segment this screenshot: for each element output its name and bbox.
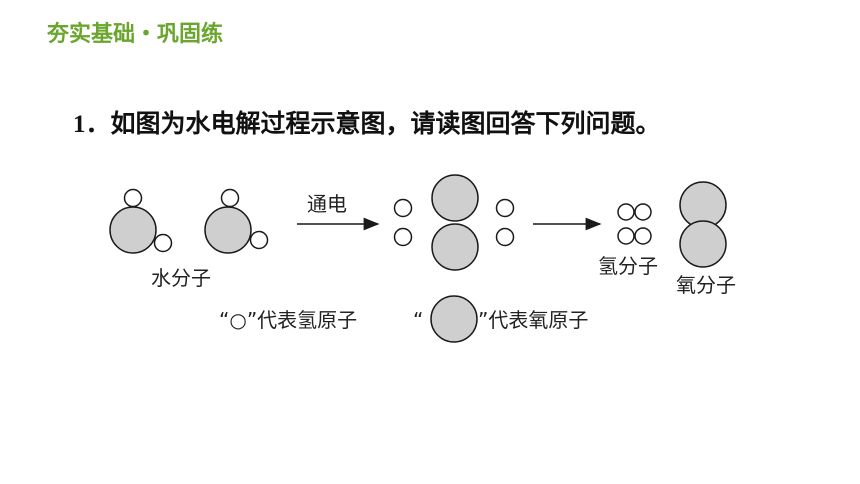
question-body: 如图为水电解过程示意图，请读图回答下列问题。	[110, 109, 661, 138]
hydrogen-atom	[393, 227, 413, 247]
label-oxygen-molecule: 氧分子	[676, 273, 736, 297]
water-oxygen-atom	[109, 206, 157, 254]
oxygen-atom	[431, 174, 479, 222]
question-text: 1．如图为水电解过程示意图，请读图回答下列问题。	[73, 104, 661, 140]
section-header: 夯实基础・巩固练	[47, 22, 224, 47]
arrow-label-electrolysis: 通电	[307, 192, 347, 216]
hydrogen-molecule-atom	[617, 227, 635, 245]
hydrogen-molecule-atom	[617, 203, 635, 221]
label-hydrogen-molecule: 氢分子	[598, 254, 658, 278]
hydrogen-atom	[495, 227, 515, 247]
water-hydrogen-atom	[153, 233, 173, 253]
water-hydrogen-atom	[123, 188, 143, 208]
label-water-molecule: 水分子	[151, 266, 211, 290]
hydrogen-atom	[393, 198, 413, 218]
hydrogen-molecule-atom	[634, 227, 652, 245]
oxygen-molecule-atom	[679, 220, 727, 268]
hydrogen-molecule-atom	[634, 203, 652, 221]
legend-oxygen-open-quote: “	[413, 308, 423, 332]
water-hydrogen-atom	[220, 188, 240, 208]
water-oxygen-atom	[204, 206, 252, 254]
legend-oxygen-text: ”代表氧原子	[478, 308, 588, 332]
legend-hydrogen-atom	[430, 295, 478, 343]
question-number: 1．	[73, 111, 111, 138]
hydrogen-atom	[495, 198, 515, 218]
oxygen-atom	[431, 223, 479, 271]
water-hydrogen-atom	[249, 230, 269, 250]
legend-hydrogen-text: “○”代表氢原子	[219, 308, 357, 332]
